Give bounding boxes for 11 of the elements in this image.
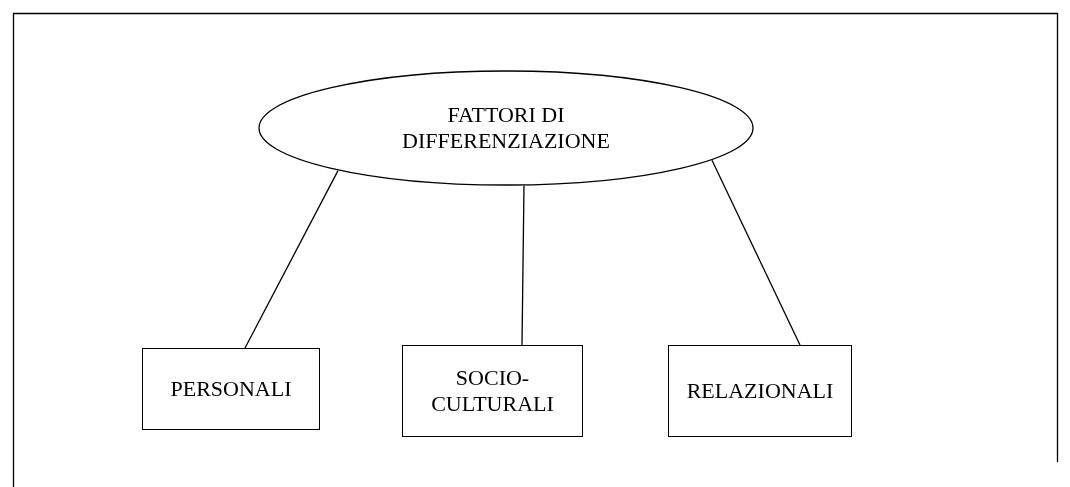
node-label: RELAZIONALI bbox=[686, 378, 834, 404]
category-box bbox=[142, 348, 320, 430]
node-label: PERSONALI bbox=[170, 376, 292, 402]
connector-line bbox=[244, 170, 339, 349]
connector-line bbox=[521, 185, 525, 346]
category-box bbox=[402, 345, 583, 437]
node-label: SOCIO-CULTURALI bbox=[431, 365, 554, 417]
ellipse-node bbox=[258, 70, 754, 186]
node-label: FATTORI DI DIFFERENZIAZIONE bbox=[401, 102, 611, 154]
category-box bbox=[668, 345, 852, 437]
connector-line bbox=[711, 159, 801, 346]
